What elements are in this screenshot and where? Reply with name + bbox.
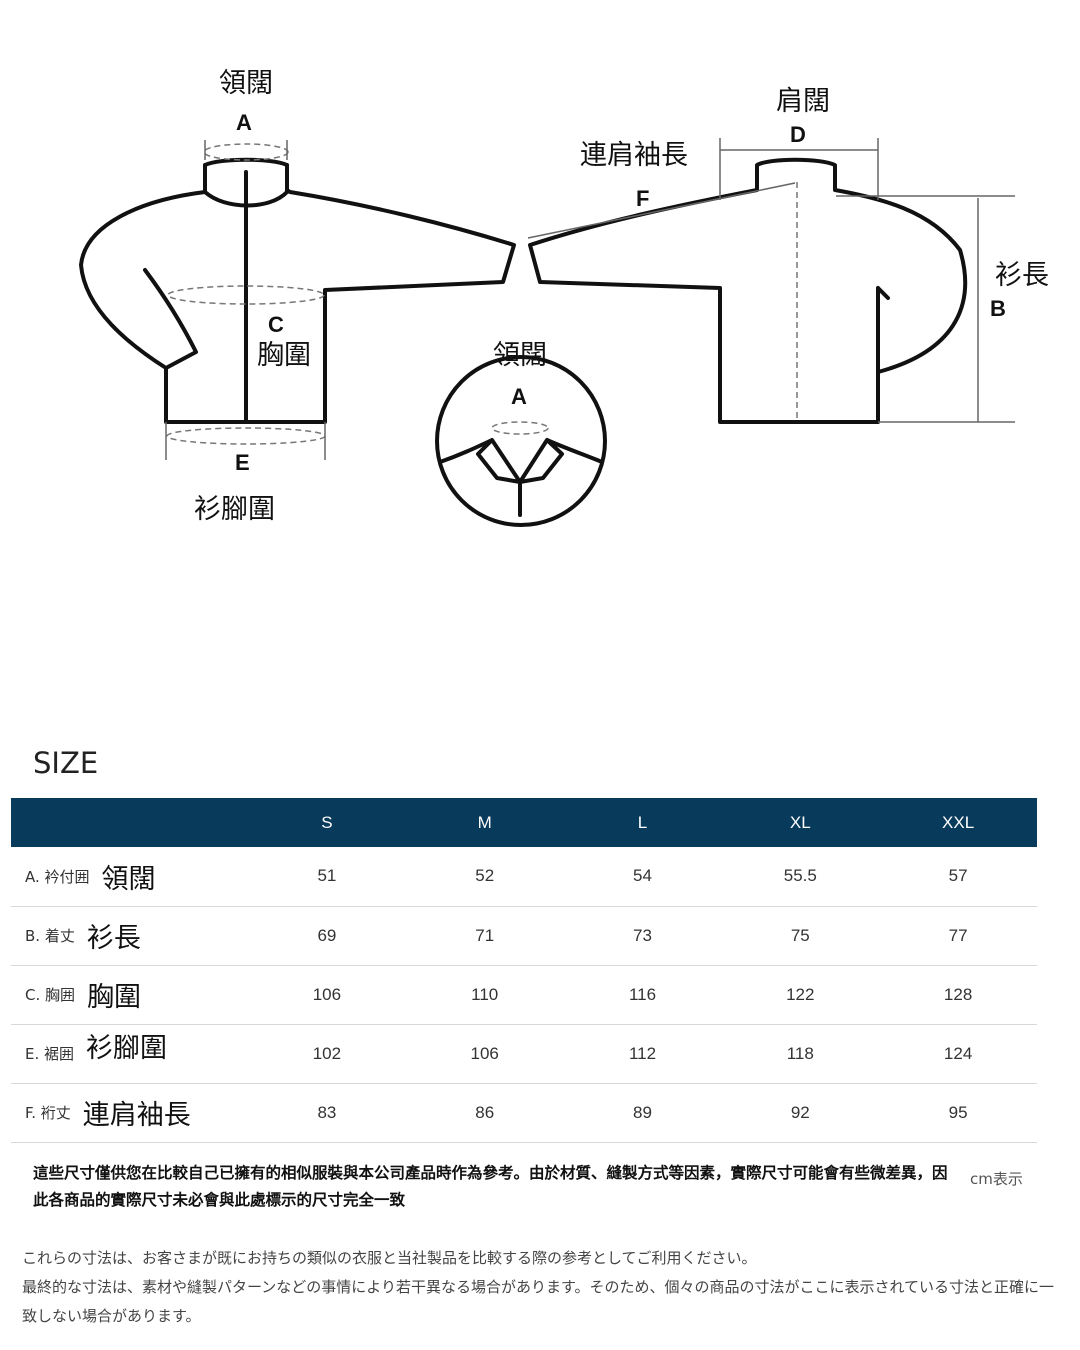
table-cell: 55.5	[783, 866, 817, 886]
table-cell: 122	[786, 984, 815, 1004]
row-label-ja: B. 着丈	[25, 927, 75, 945]
letter-e: E	[235, 450, 250, 475]
row-label-ja: F. 裄丈	[25, 1104, 71, 1122]
row-label-zh: 胸圍	[87, 982, 142, 1013]
row-label-ja: E. 裾囲	[25, 1045, 75, 1063]
table-cell: 102	[312, 1043, 342, 1063]
header-size-xl: XL	[789, 812, 811, 832]
header-size-m: M	[477, 812, 492, 832]
row-label: B. 着丈衫長	[11, 906, 248, 965]
back-pocket	[876, 286, 890, 374]
label-raglan-sleeve: 連肩袖長	[580, 140, 688, 171]
label-length: 衫長	[995, 260, 1049, 291]
table-cell: 83	[317, 1102, 337, 1122]
front-jacket-outline	[79, 157, 516, 424]
table-cell: 92	[790, 1102, 810, 1122]
row-label-ja: A. 衿付囲	[25, 867, 90, 886]
table-row: A. 衿付囲領闊 51 52 54 55.5 57	[11, 847, 1037, 906]
table-cell: 77	[948, 925, 968, 945]
detail-shirt-collar	[438, 438, 604, 484]
disclaimer-zh: 這些尺寸僅供您在比較自己已擁有的相似服裝與本公司產品時作為參考。由於材質、縫製方…	[33, 1164, 948, 1209]
row-label-ja: C. 胸囲	[25, 986, 76, 1004]
row-label-zh: 衫長	[86, 923, 141, 954]
table-cell: 112	[628, 1043, 657, 1063]
row-label-zh: 連肩袖長	[82, 1100, 191, 1131]
table-cell: 128	[943, 984, 973, 1004]
letter-d: D	[790, 122, 806, 147]
letter-a: A	[236, 110, 252, 135]
label-collar-width-detail: 領闊	[493, 340, 547, 371]
row-label: A. 衿付囲領闊	[11, 847, 248, 906]
row-label-zh: 領闊	[101, 863, 156, 895]
table-row: B. 着丈衫長 69 71 73 75 77	[11, 906, 1037, 965]
table-row: C. 胸囲胸圍 106 110 116 122 128	[11, 965, 1037, 1024]
size-header-row: S M L XL XXL	[11, 798, 1037, 847]
label-collar-width: 領闊	[219, 68, 273, 99]
table-cell: 52	[475, 866, 495, 886]
table-cell: 110	[471, 984, 499, 1004]
table-cell: 118	[786, 1043, 814, 1063]
row-label: F. 裄丈連肩袖長	[11, 1083, 248, 1142]
label-chest: 胸圍	[257, 340, 311, 371]
disclaimer-ja-line: これらの寸法は、お客さまが既にお持ちの類似の衣服と当社製品を比較する際の参考とし…	[22, 1249, 757, 1267]
size-table: S M L XL XXL A. 衿付囲領闊 51 52 54 55.5 57 B…	[11, 798, 1037, 1143]
size-heading: SIZE	[33, 746, 99, 780]
letter-b: B	[990, 296, 1006, 321]
garment-illustration	[79, 138, 1015, 527]
table-cell: 124	[943, 1043, 973, 1063]
collar-detail-circle	[435, 355, 607, 527]
label-hem: 衫腳圍	[194, 494, 275, 525]
header-size-s: S	[321, 812, 333, 832]
row-label: C. 胸囲胸圍	[11, 965, 248, 1024]
table-row: E. 裾囲衫腳圍 102 106 112 118 124	[11, 1024, 1037, 1083]
letter-f: F	[636, 186, 650, 211]
letter-c: C	[268, 312, 284, 337]
header-empty-cell	[11, 798, 248, 847]
header-size-l: L	[637, 812, 648, 832]
table-cell: 51	[317, 866, 337, 886]
table-cell: 73	[633, 925, 652, 945]
table-cell: 89	[633, 1102, 652, 1122]
table-cell: 54	[633, 866, 652, 886]
table-cell: 95	[948, 1102, 968, 1122]
disclaimer-ja-line: 最終的な寸法は、素材や縫製パターンなどの事情により若干異なる場合があります。その…	[22, 1278, 1055, 1325]
table-cell: 75	[790, 925, 810, 945]
table-cell: 69	[317, 925, 337, 945]
disclaimer-ja: これらの寸法は、お客さまが既にお持ちの類似の衣服と当社製品を比較する際の参考とし…	[22, 1244, 1062, 1331]
table-cell: 86	[475, 1102, 495, 1122]
table-cell: 116	[628, 984, 657, 1004]
measurement-diagram: 領闊 A 肩闊 D 連肩袖長 F 衫長 B C 胸圍 領闊 A E 衫腳圍	[0, 0, 1080, 560]
table-row: F. 裄丈連肩袖長 83 86 89 92 95	[11, 1083, 1037, 1142]
back-jacket-outline	[528, 157, 968, 424]
row-label: E. 裾囲衫腳圍	[11, 1024, 248, 1083]
table-cell: 57	[948, 866, 968, 886]
label-shoulder-width: 肩闊	[776, 86, 830, 117]
table-cell: 71	[475, 925, 495, 945]
letter-a-detail: A	[511, 384, 527, 409]
front-pocket	[143, 268, 198, 370]
header-size-xxl: XXL	[942, 812, 975, 832]
table-cell: 106	[470, 1043, 499, 1063]
unit-label: cm表示	[970, 1170, 1023, 1188]
table-cell: 106	[312, 984, 342, 1004]
row-label-zh: 衫腳圍	[86, 1033, 168, 1064]
